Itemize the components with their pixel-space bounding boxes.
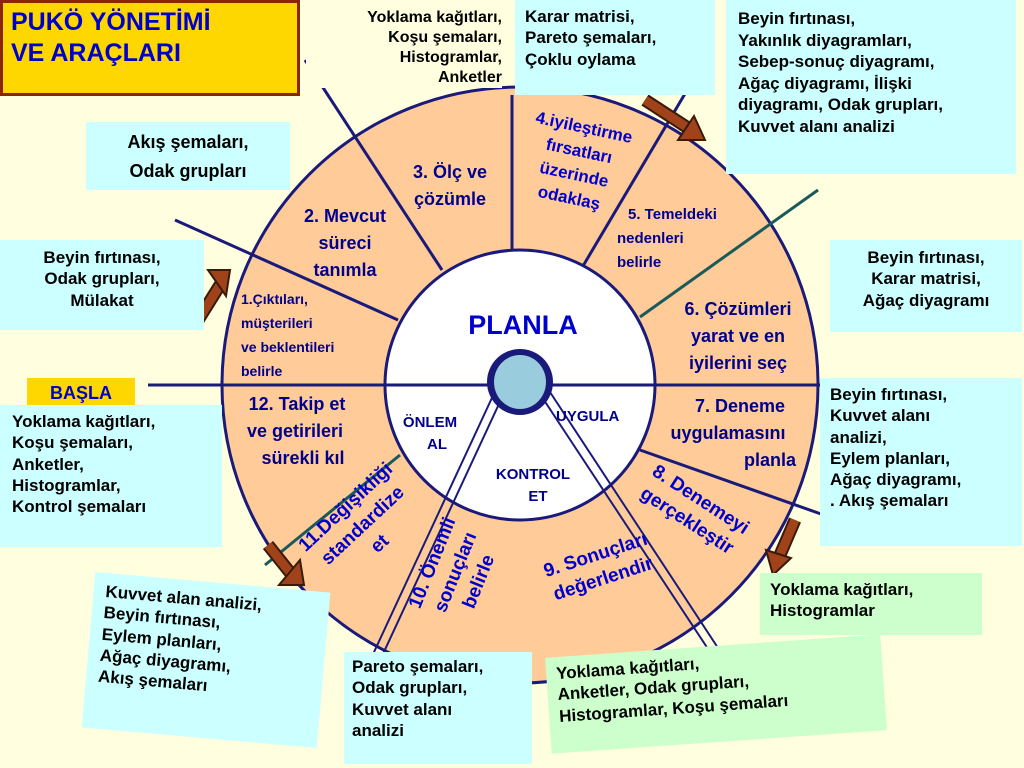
tools-step-5: Beyin fırtınası, Yakınlık diyagramları, … xyxy=(726,0,1016,174)
tools-step-6: Beyin fırtınası, Karar matrisi, Ağaç diy… xyxy=(830,240,1022,332)
tool-line: Sebep-sonuç diyagramı, xyxy=(738,52,935,72)
arrow-up-right xyxy=(641,94,707,141)
divider-line xyxy=(264,453,401,567)
title-line-2: VE ARAÇLARI xyxy=(11,38,181,67)
center-hub-inner xyxy=(494,355,546,409)
divider-line xyxy=(537,390,713,656)
tools-step-1: Beyin fırtınası, Odak grupları, Mülakat xyxy=(0,240,204,330)
tool-line: Akış şemaları, xyxy=(127,132,249,152)
tool-line: . Akış şemaları xyxy=(830,491,949,511)
tool-line: Beyin fırtınası, xyxy=(738,9,856,28)
tools-step-2: Akış şemaları, Odak grupları xyxy=(86,122,290,190)
divider-line xyxy=(174,218,399,322)
tool-line: Anketler, xyxy=(12,454,84,474)
tool-line: Odak grupları, xyxy=(44,269,160,289)
tool-line: Yoklama kağıtları, xyxy=(367,9,502,26)
tools-step-10: Pareto şemaları, Odak grupları, Kuvvet a… xyxy=(344,652,532,764)
tools-step-8: Yoklama kağıtları, Histogramlar xyxy=(760,573,982,635)
tool-line: Koşu şemaları, xyxy=(388,29,502,46)
tools-step-11: Kuvvet alan analizi, Beyin fırtınası, Ey… xyxy=(81,572,331,748)
tools-step-3: Yoklama kağıtları, Koşu şemaları, Histog… xyxy=(306,8,502,88)
tool-line: Beyin fırtınası, xyxy=(830,385,948,404)
title-line-1: PUKÖ YÖNETİMİ xyxy=(11,8,211,36)
tool-line: Çoklu oylama xyxy=(525,49,636,69)
tool-line: Pareto şemaları, xyxy=(352,657,484,676)
divider-line xyxy=(375,390,506,670)
tool-line: Ağaç diyagramı xyxy=(862,290,990,310)
tool-line: Mülakat xyxy=(70,290,134,310)
arrow-down-right xyxy=(764,517,801,577)
tool-line: Kuvvet alanı xyxy=(830,406,931,426)
tool-line: Yoklama kağıtları, xyxy=(12,412,156,431)
tool-line: Kuvvet alanı analizi xyxy=(738,116,895,136)
tool-line: diyagramı, Odak grupları, xyxy=(738,95,944,115)
tool-line: Yoklama kağıtları, xyxy=(770,580,914,599)
tool-line: Karar matrisi, xyxy=(525,7,635,26)
tool-line: Odak grupları xyxy=(129,160,247,181)
tool-line: Yakınlık diyagramları, xyxy=(738,30,912,50)
tool-line: Pareto şemaları, xyxy=(525,28,657,48)
tool-line: Karar matrisi, xyxy=(871,269,981,289)
tool-line: Eylem planları, xyxy=(830,448,950,468)
phase-label-do: UYGULA xyxy=(556,408,620,425)
tool-line: Histogramlar, xyxy=(399,49,502,66)
tools-step-7: Beyin fırtınası, Kuvvet alanı analizi, E… xyxy=(820,378,1022,546)
tool-line: Beyin fırtınası, xyxy=(867,248,985,267)
tool-line: Ağaç diyagramı, İlişki xyxy=(738,73,912,93)
tool-line: Kuvvet alanı xyxy=(352,699,453,719)
tool-line: Beyin fırtınası, xyxy=(43,248,161,267)
tools-step-12: Yoklama kağıtları, Koşu şemaları, Anketl… xyxy=(0,405,222,547)
tool-line: Odak grupları, xyxy=(352,678,468,698)
tool-line: Anketler xyxy=(437,69,502,86)
slide-title: PUKÖ YÖNETİMİ VE ARAÇLARI xyxy=(0,0,300,96)
tools-step-4: Karar matrisi, Pareto şemaları, Çoklu oy… xyxy=(515,0,715,95)
tool-line: Histogramlar, xyxy=(12,475,121,495)
divider-line xyxy=(545,385,721,652)
divider-line xyxy=(367,386,498,666)
arrow-down-left xyxy=(262,540,306,586)
divider-line xyxy=(303,59,444,271)
center-label: PLANLA xyxy=(468,310,578,340)
tool-line: Ağaç diyagramı, xyxy=(830,470,962,489)
divider-line xyxy=(639,188,819,319)
tool-line: Kontrol şemaları xyxy=(12,497,147,516)
start-label: BAŞLA xyxy=(27,378,135,408)
tool-line: Koşu şemaları, xyxy=(12,433,133,453)
tool-line: Histogramlar xyxy=(770,601,875,621)
divider-line xyxy=(639,448,839,522)
tool-line: analizi xyxy=(352,720,404,740)
tool-line: analizi, xyxy=(830,427,887,447)
